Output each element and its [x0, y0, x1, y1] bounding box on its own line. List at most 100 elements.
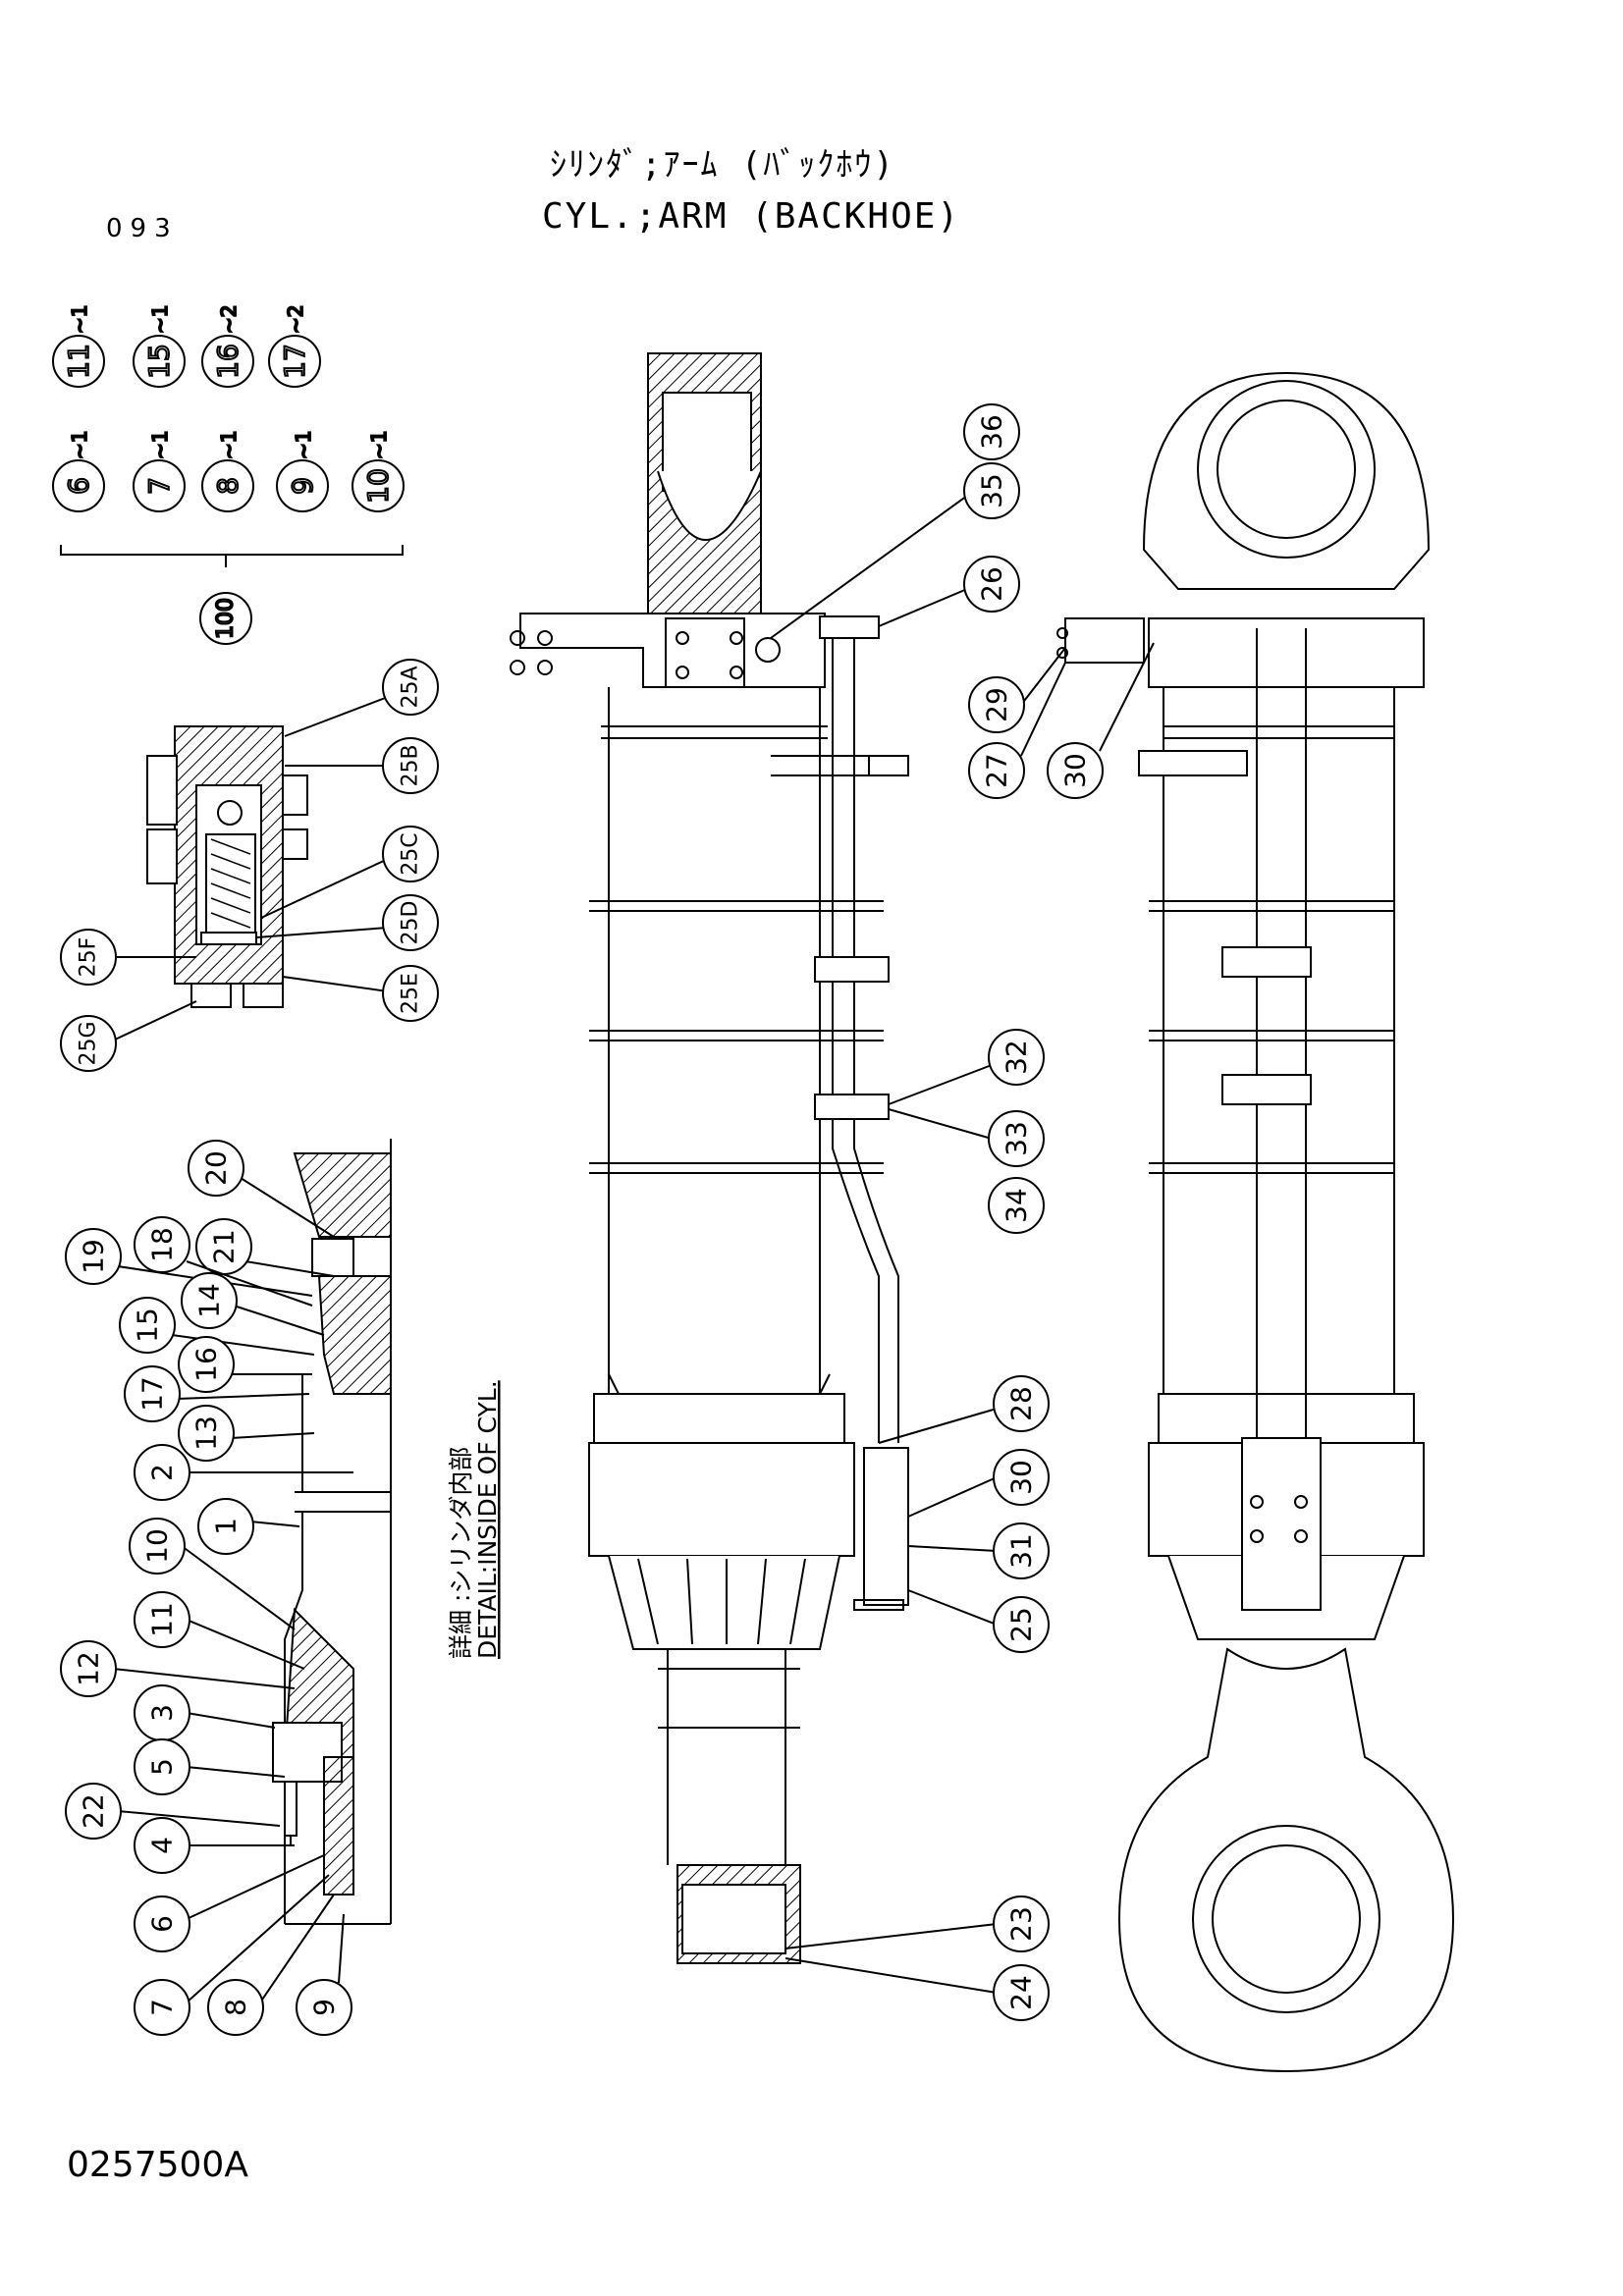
main-callout-34: 34 — [988, 1177, 1045, 1234]
kit-callout: 6 — [52, 459, 105, 512]
callout-label: 25B — [399, 744, 423, 786]
main-callout-24: 24 — [784, 1957, 1050, 2021]
inside-callout-17: 17 — [124, 1365, 310, 1422]
kit-callout: 17 — [268, 335, 321, 388]
callout-label: 34 — [1001, 1188, 1033, 1223]
main-callouts: 35 36 26 27 29 30 32 33 34 28 30 31 25 23 24 — [770, 403, 1155, 2021]
main-callout-28: 28 — [878, 1375, 1050, 1444]
page-number: 093 — [106, 214, 179, 243]
callout-label: 30 — [1059, 753, 1092, 788]
inside-callout-1: 1 — [197, 1498, 300, 1555]
inside-callout-6: 6 — [134, 1854, 325, 1952]
kit-quantity-note: ~1 — [148, 431, 172, 459]
cylinder-front-view — [1056, 371, 1455, 2073]
valve-callout-25e: 25E — [282, 965, 439, 1022]
callout-label: 25E — [399, 973, 423, 1014]
inside-callout-4: 4 — [134, 1817, 295, 1874]
callout-label: 7 — [143, 477, 176, 495]
callout-label: 17 — [279, 344, 311, 379]
main-callout-31: 31 — [907, 1522, 1050, 1579]
cylinder-inside-detail — [272, 1139, 392, 1925]
callout-label: 27 — [981, 753, 1013, 788]
inside-callout-13: 13 — [178, 1405, 315, 1462]
kit-quantity-note: ~1 — [68, 305, 91, 334]
kit-callout: 9 — [276, 459, 329, 512]
callout-label: 100 — [214, 598, 239, 639]
kit-brace — [60, 545, 404, 556]
callout-label: 10 — [362, 468, 395, 504]
inside-callout-16: 16 — [178, 1336, 312, 1393]
inside-callout-8: 8 — [207, 1894, 335, 2036]
main-callout-27: 27 — [968, 662, 1066, 799]
callout-label: 33 — [1001, 1121, 1033, 1156]
main-callout-30: 30 — [907, 1449, 1050, 1518]
kit-callout: 16 — [201, 335, 254, 388]
inside-callout-2: 2 — [134, 1444, 353, 1501]
cylinder-side-view — [510, 352, 909, 1964]
callout-label: 21 — [208, 1229, 241, 1264]
callout-label: 25C — [399, 832, 423, 875]
kit-total-callout: 100 — [199, 592, 252, 645]
callout-label: 17 — [136, 1376, 169, 1412]
callout-label: 29 — [981, 687, 1013, 722]
inside-callout-7: 7 — [134, 1874, 330, 2036]
kit-callout: 11 — [52, 335, 105, 388]
callout-label: 32 — [1001, 1040, 1033, 1075]
callout-label: 16 — [212, 344, 244, 379]
callout-label: 25A — [399, 666, 423, 708]
valve-callout-25c: 25C — [260, 826, 439, 919]
callout-label: 8 — [220, 1999, 252, 2016]
inside-callout-12: 12 — [60, 1640, 296, 1697]
kit-quantity-note: ~1 — [292, 431, 315, 459]
title-english: CYL.;ARM (BACKHOE) — [542, 196, 961, 237]
callout-label: 5 — [146, 1758, 179, 1776]
kit-callout: 10 — [352, 459, 405, 512]
callout-label: 36 — [976, 414, 1008, 450]
callout-label: 1 — [210, 1518, 243, 1535]
callout-label: 7 — [146, 1999, 179, 2016]
callout-label: 20 — [200, 1150, 233, 1186]
inside-callout-10: 10 — [129, 1518, 296, 1630]
callout-label: 4 — [146, 1837, 179, 1854]
callout-label: 6 — [63, 477, 95, 495]
inside-callout-20: 20 — [188, 1140, 335, 1238]
kit-quantity-note: ~2 — [217, 305, 241, 334]
valve-detail — [146, 725, 308, 1008]
callout-label: 22 — [78, 1793, 110, 1829]
callout-label: 14 — [193, 1283, 226, 1318]
callout-label: 15 — [132, 1308, 164, 1343]
detail-label-english: DETAIL:INSIDE OF CYL. — [473, 1380, 502, 1659]
inside-callout-9: 9 — [296, 1913, 352, 2036]
main-callout-36: 36 — [963, 403, 1020, 460]
inside-callout-5: 5 — [134, 1738, 286, 1795]
callout-label: 28 — [1005, 1386, 1038, 1421]
main-callout-23: 23 — [784, 1896, 1050, 1952]
main-callout-25: 25 — [907, 1589, 1050, 1653]
callout-label: 13 — [190, 1415, 223, 1451]
callout-label: 12 — [73, 1651, 105, 1686]
callout-label: 24 — [1005, 1975, 1038, 2010]
kit-callout: 7 — [133, 459, 186, 512]
kit-quantity-note: ~1 — [217, 431, 241, 459]
callout-label: 11 — [146, 1602, 179, 1637]
callout-label: 10 — [141, 1528, 174, 1564]
inside-callout-19: 19 — [65, 1228, 313, 1297]
callout-label: 9 — [287, 477, 319, 495]
kit-quantity-note: ~1 — [367, 431, 391, 459]
inside-callout-3: 3 — [134, 1684, 276, 1741]
callout-label: 31 — [1005, 1533, 1038, 1569]
main-callout-35: 35 — [770, 462, 1020, 639]
callout-label: 9 — [308, 1999, 341, 2016]
callout-label: 35 — [976, 473, 1008, 508]
main-callout-30: 30 — [1047, 642, 1155, 799]
drawing-number: 0257500A — [67, 2145, 248, 2185]
callout-label: 8 — [212, 477, 244, 495]
callout-label: 30 — [1005, 1460, 1038, 1495]
valve-callout-25g: 25G — [60, 1000, 197, 1072]
callout-label: 16 — [190, 1347, 223, 1382]
main-callout-26: 26 — [878, 556, 1020, 627]
